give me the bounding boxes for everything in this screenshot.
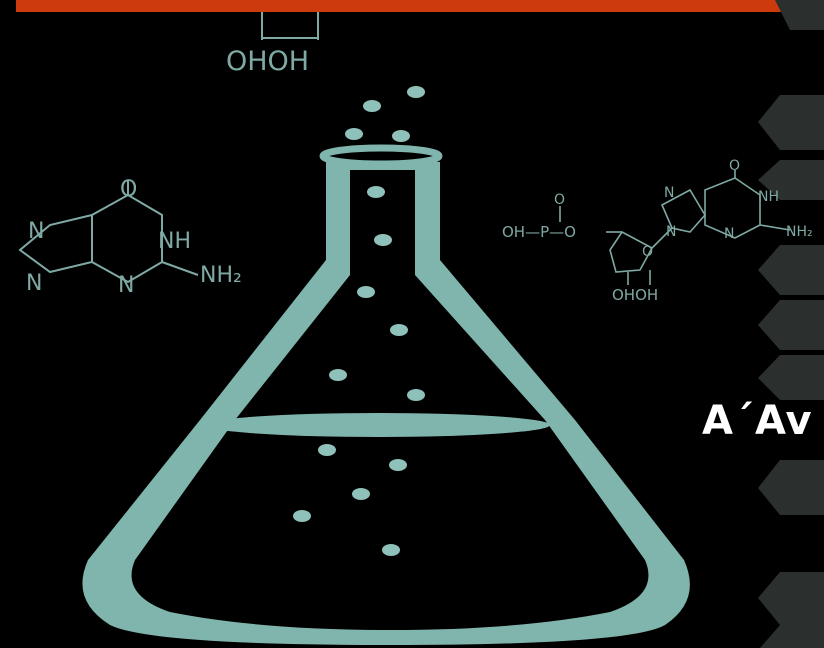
phosphate-o-top: O [554, 192, 565, 208]
base-n2: N [666, 224, 676, 240]
atom-nh: NH [158, 229, 191, 254]
atom-n2: N [26, 271, 42, 296]
flask-illustration [82, 144, 690, 645]
accent-bar [16, 0, 824, 12]
atom-o: O [120, 177, 137, 202]
base-nh: NH [758, 189, 779, 205]
hexagon-pattern [758, 0, 824, 648]
atom-nh2: NH₂ [200, 263, 242, 288]
base-n3: N [724, 226, 734, 242]
phosphate-chain: OH—P—O [502, 223, 576, 241]
base-nh2: NH₂ [786, 224, 813, 240]
base-o: O [729, 158, 740, 174]
atom-n1: N [28, 219, 44, 244]
molecule-left [18, 180, 199, 284]
sugar-label: OHOH [612, 286, 658, 304]
base-n1: N [664, 185, 674, 201]
molecule-top-label: OHOH [226, 46, 309, 77]
ring-o: O [642, 244, 653, 260]
molecule-top [261, 12, 319, 40]
atom-n3: N [118, 273, 134, 298]
molecule-right [559, 170, 791, 285]
bubble-dots [293, 86, 425, 556]
slide-title: A´Av [702, 398, 813, 444]
